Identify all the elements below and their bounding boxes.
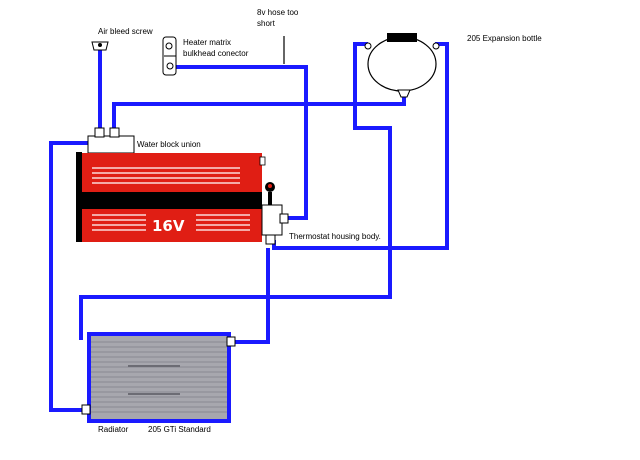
label-radiator-type: 205 GTi Standard [148,425,211,434]
labels: Air bleed screw Heater matrix bulkhead c… [98,8,542,434]
expansion-bottle-cap [387,33,417,42]
hose-radiator-to-thermostat [230,248,270,344]
engine-mid-band [82,192,262,209]
label-water-block-union: Water block union [137,140,201,149]
expansion-bottle-neck-right [432,42,440,50]
engine-ribs-top [92,167,240,184]
thermostat-housing-body [261,204,283,236]
expansion-bottle-outlet [397,89,411,98]
expansion-bottle [364,33,440,98]
label-hose-note-line1: 8v hose too [257,8,299,17]
radiator [81,332,236,423]
engine-block: 16V [76,152,266,242]
water-block-union [87,127,135,154]
label-expansion-bottle: 205 Expansion bottle [467,34,542,43]
label-air-bleed-screw: Air bleed screw [98,27,153,36]
hose-bottle-to-thermostat [272,42,449,250]
coolant-hoses [49,42,449,412]
hose-bottle-to-union [112,92,406,130]
expansion-bottle-neck-left [364,42,372,50]
label-radiator: Radiator [98,425,129,434]
radiator-fins [91,341,227,413]
label-hose-note-line2: short [257,19,276,28]
radiator-outlet [81,404,91,415]
hose-bottle-overflow [79,42,392,340]
label-heater-matrix-line2: bulkhead conector [183,49,249,58]
hose-heater-return [172,65,308,220]
label-heater-matrix-line1: Heater matrix [183,38,231,47]
label-thermostat-housing: Thermostat housing body. [289,232,381,241]
water-block-union-body [87,135,135,154]
hose-union-to-radiator [49,141,88,412]
engine-badge: 16V [152,217,185,235]
radiator-frame [87,332,231,423]
engine-ribs-bottom [92,214,250,231]
thermostat-housing [261,182,289,245]
expansion-bottle-body [367,36,437,92]
engine-side-bar [76,152,82,242]
heater-matrix-connector [162,36,177,76]
air-bleed-screw [91,41,109,51]
radiator-inlet [226,336,236,347]
